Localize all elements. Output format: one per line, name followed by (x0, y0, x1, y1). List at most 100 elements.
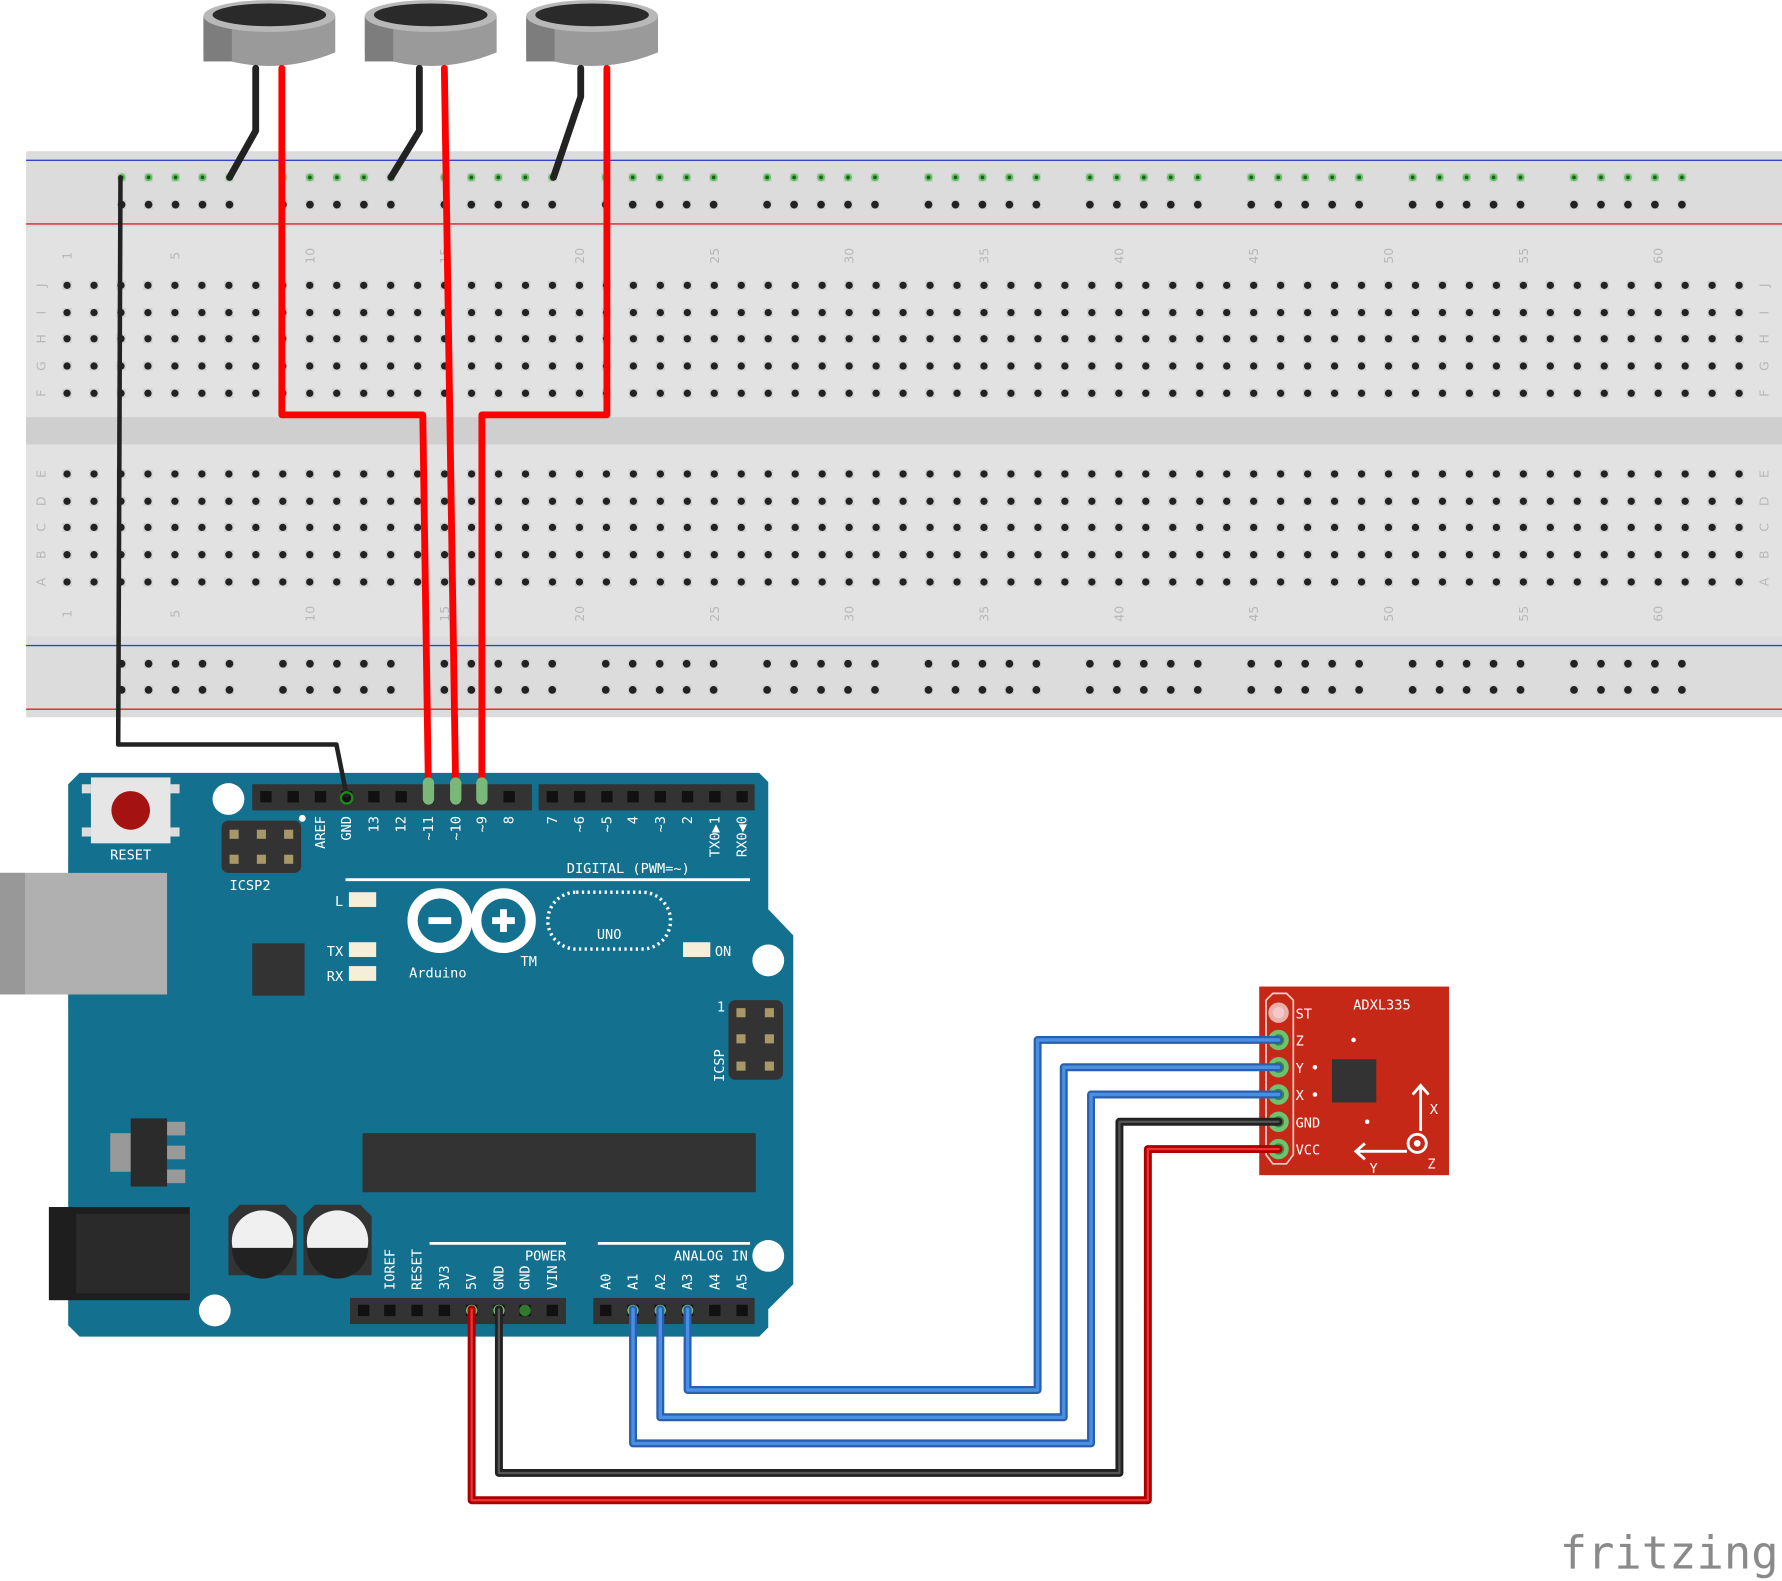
digital-pin[interactable] (627, 791, 639, 803)
ultrasonic-sensor (364, 0, 497, 66)
accelerometer-pin-label: GND (1296, 1115, 1321, 1131)
mounting-hole (752, 1239, 785, 1272)
led-on (683, 942, 711, 957)
column-label: 40 (1111, 248, 1126, 264)
row-label: I (1756, 311, 1771, 315)
accelerometer-chip (1331, 1059, 1377, 1103)
row-label: I (33, 311, 48, 315)
pin-highlights (339, 777, 488, 805)
voltage-regulator (110, 1118, 186, 1187)
row-label: G (33, 361, 48, 371)
led-l (348, 892, 377, 907)
digital-pin[interactable] (260, 791, 272, 803)
wire-sensor1-signal[interactable] (278, 64, 432, 796)
power-pin[interactable] (357, 1304, 370, 1317)
analog-pin-label: A2 (653, 1274, 669, 1290)
ultrasonic-sensor (526, 0, 659, 66)
arduino-brand: Arduino (409, 965, 466, 981)
row-label: E (33, 470, 48, 478)
digital-pin[interactable] (314, 791, 327, 803)
axis-y-label: Y (1369, 1161, 1377, 1177)
accelerometer-pin-label: Y (1296, 1061, 1304, 1077)
sensor-mesh (535, 3, 649, 27)
wire-sensor3-signal[interactable] (478, 64, 611, 796)
led-l-label: L (335, 894, 343, 910)
reset-button[interactable] (81, 777, 180, 844)
digital-pin[interactable] (681, 791, 694, 803)
usb-chip (252, 943, 305, 996)
row-label: H (1756, 334, 1771, 343)
power-pin-label: 3V3 (437, 1265, 453, 1290)
analog-pin-label: A3 (680, 1274, 696, 1290)
digital-header-low (538, 784, 755, 811)
row-label: A (33, 577, 48, 586)
digital-pin-label: TX0▶1 (707, 816, 723, 857)
led-rx-label: RX (327, 969, 344, 985)
accelerometer-pin-label: X (1296, 1088, 1305, 1104)
accelerometer-pin-label: ST (1296, 1006, 1312, 1022)
digital-pin-label: 4 (626, 816, 642, 824)
digital-pin[interactable] (709, 791, 721, 803)
row-label: D (33, 496, 48, 506)
column-label: 30 (842, 248, 857, 264)
digital-pin-label: ~6 (572, 816, 588, 832)
digital-pin[interactable] (395, 791, 407, 803)
accelerometer-pin-label: Z (1296, 1034, 1304, 1050)
power-pin-label: GND (518, 1265, 534, 1290)
column-label: 25 (707, 606, 722, 622)
icsp-label: ICSP (712, 1049, 728, 1082)
digital-pin[interactable] (546, 791, 559, 803)
power-pin[interactable] (546, 1304, 559, 1317)
wire-sensor2-gnd[interactable] (387, 64, 423, 181)
row-label: G (1756, 361, 1771, 371)
row-label: D (1756, 496, 1771, 506)
led-on-label: ON (715, 944, 731, 960)
power-pin[interactable] (438, 1304, 451, 1317)
accelerometer-pin-label: VCC (1296, 1143, 1321, 1159)
digital-pin-label: ~9 (474, 816, 490, 832)
icsp-header (728, 1000, 784, 1080)
column-label: 15 (437, 606, 452, 622)
sensor-mesh (212, 3, 327, 27)
analog-pin[interactable] (709, 1304, 721, 1317)
uno-label: UNO (597, 927, 622, 943)
column-label: 5 (167, 610, 182, 618)
sensor-mesh (373, 3, 488, 27)
digital-pin[interactable] (573, 791, 586, 803)
digital-pin-label: 7 (545, 816, 561, 824)
power-pin[interactable] (411, 1304, 423, 1317)
digital-pin[interactable] (503, 791, 515, 803)
column-label: 45 (1246, 606, 1261, 622)
icsp-pin1-label: 1 (717, 1000, 725, 1016)
power-pin-label: GND (491, 1265, 507, 1290)
digital-pin[interactable] (654, 791, 666, 803)
analog-pin-label: A1 (626, 1274, 642, 1290)
column-label: 20 (572, 606, 587, 622)
column-label: 20 (572, 248, 587, 264)
wire-sensor1-gnd[interactable] (226, 64, 260, 181)
wire-sensor3-gnd[interactable] (550, 64, 585, 181)
column-label: 35 (977, 606, 992, 622)
power-label: POWER (525, 1248, 567, 1264)
digital-pin-label: ~10 (448, 816, 464, 841)
digital-pin-label: ~5 (599, 816, 615, 832)
atmega-chip (362, 1133, 756, 1193)
column-label: 40 (1111, 606, 1126, 622)
wire-sensor2-signal[interactable] (440, 64, 460, 796)
digital-pin-label: ~11 (421, 816, 437, 841)
power-pin-label: IOREF (382, 1249, 398, 1290)
analog-pin[interactable] (600, 1304, 612, 1317)
digital-pin[interactable] (368, 791, 380, 803)
digital-pin[interactable] (601, 791, 613, 803)
digital-pin[interactable] (287, 791, 299, 803)
digital-pin[interactable] (736, 791, 748, 803)
digital-label: DIGITAL (PWM=~) (567, 861, 690, 877)
board-body (68, 772, 794, 1337)
row-label: E (1756, 470, 1771, 478)
column-label: 1 (60, 610, 75, 618)
power-pin[interactable] (384, 1304, 396, 1317)
wire-gnd-rail[interactable] (115, 175, 349, 798)
icsp2-header (221, 814, 306, 873)
column-label: 60 (1651, 248, 1666, 264)
analog-pin[interactable] (736, 1304, 748, 1317)
